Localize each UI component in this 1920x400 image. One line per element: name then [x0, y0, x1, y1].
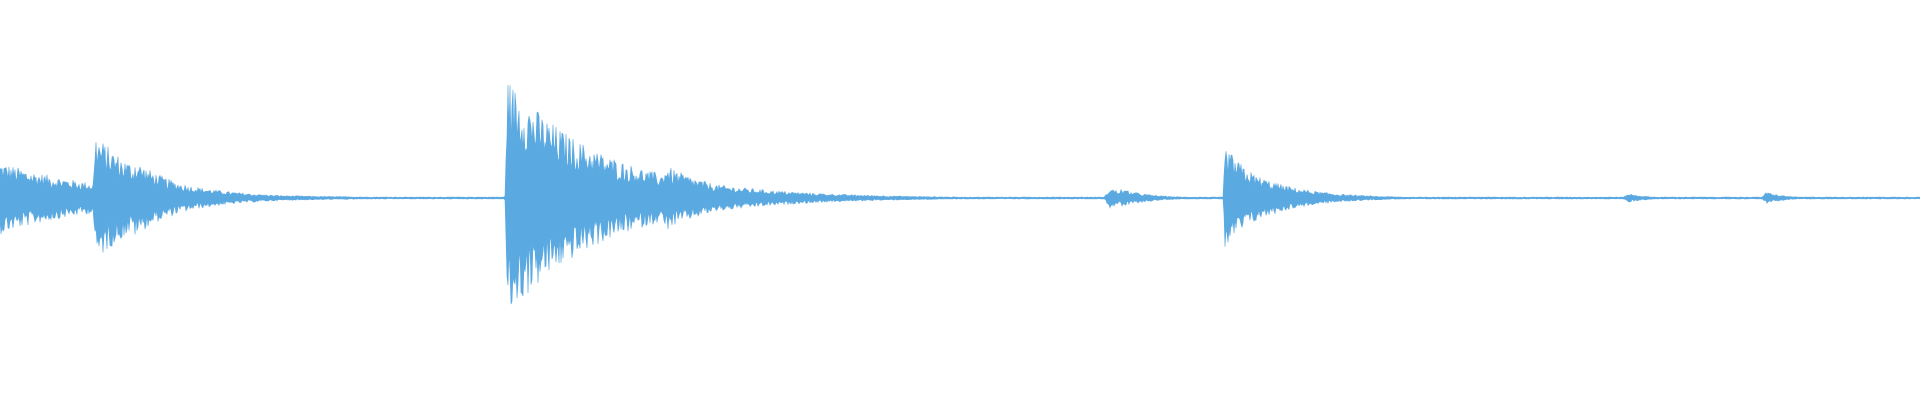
waveform-trace: [0, 84, 1920, 305]
waveform-fill: [0, 84, 1920, 305]
